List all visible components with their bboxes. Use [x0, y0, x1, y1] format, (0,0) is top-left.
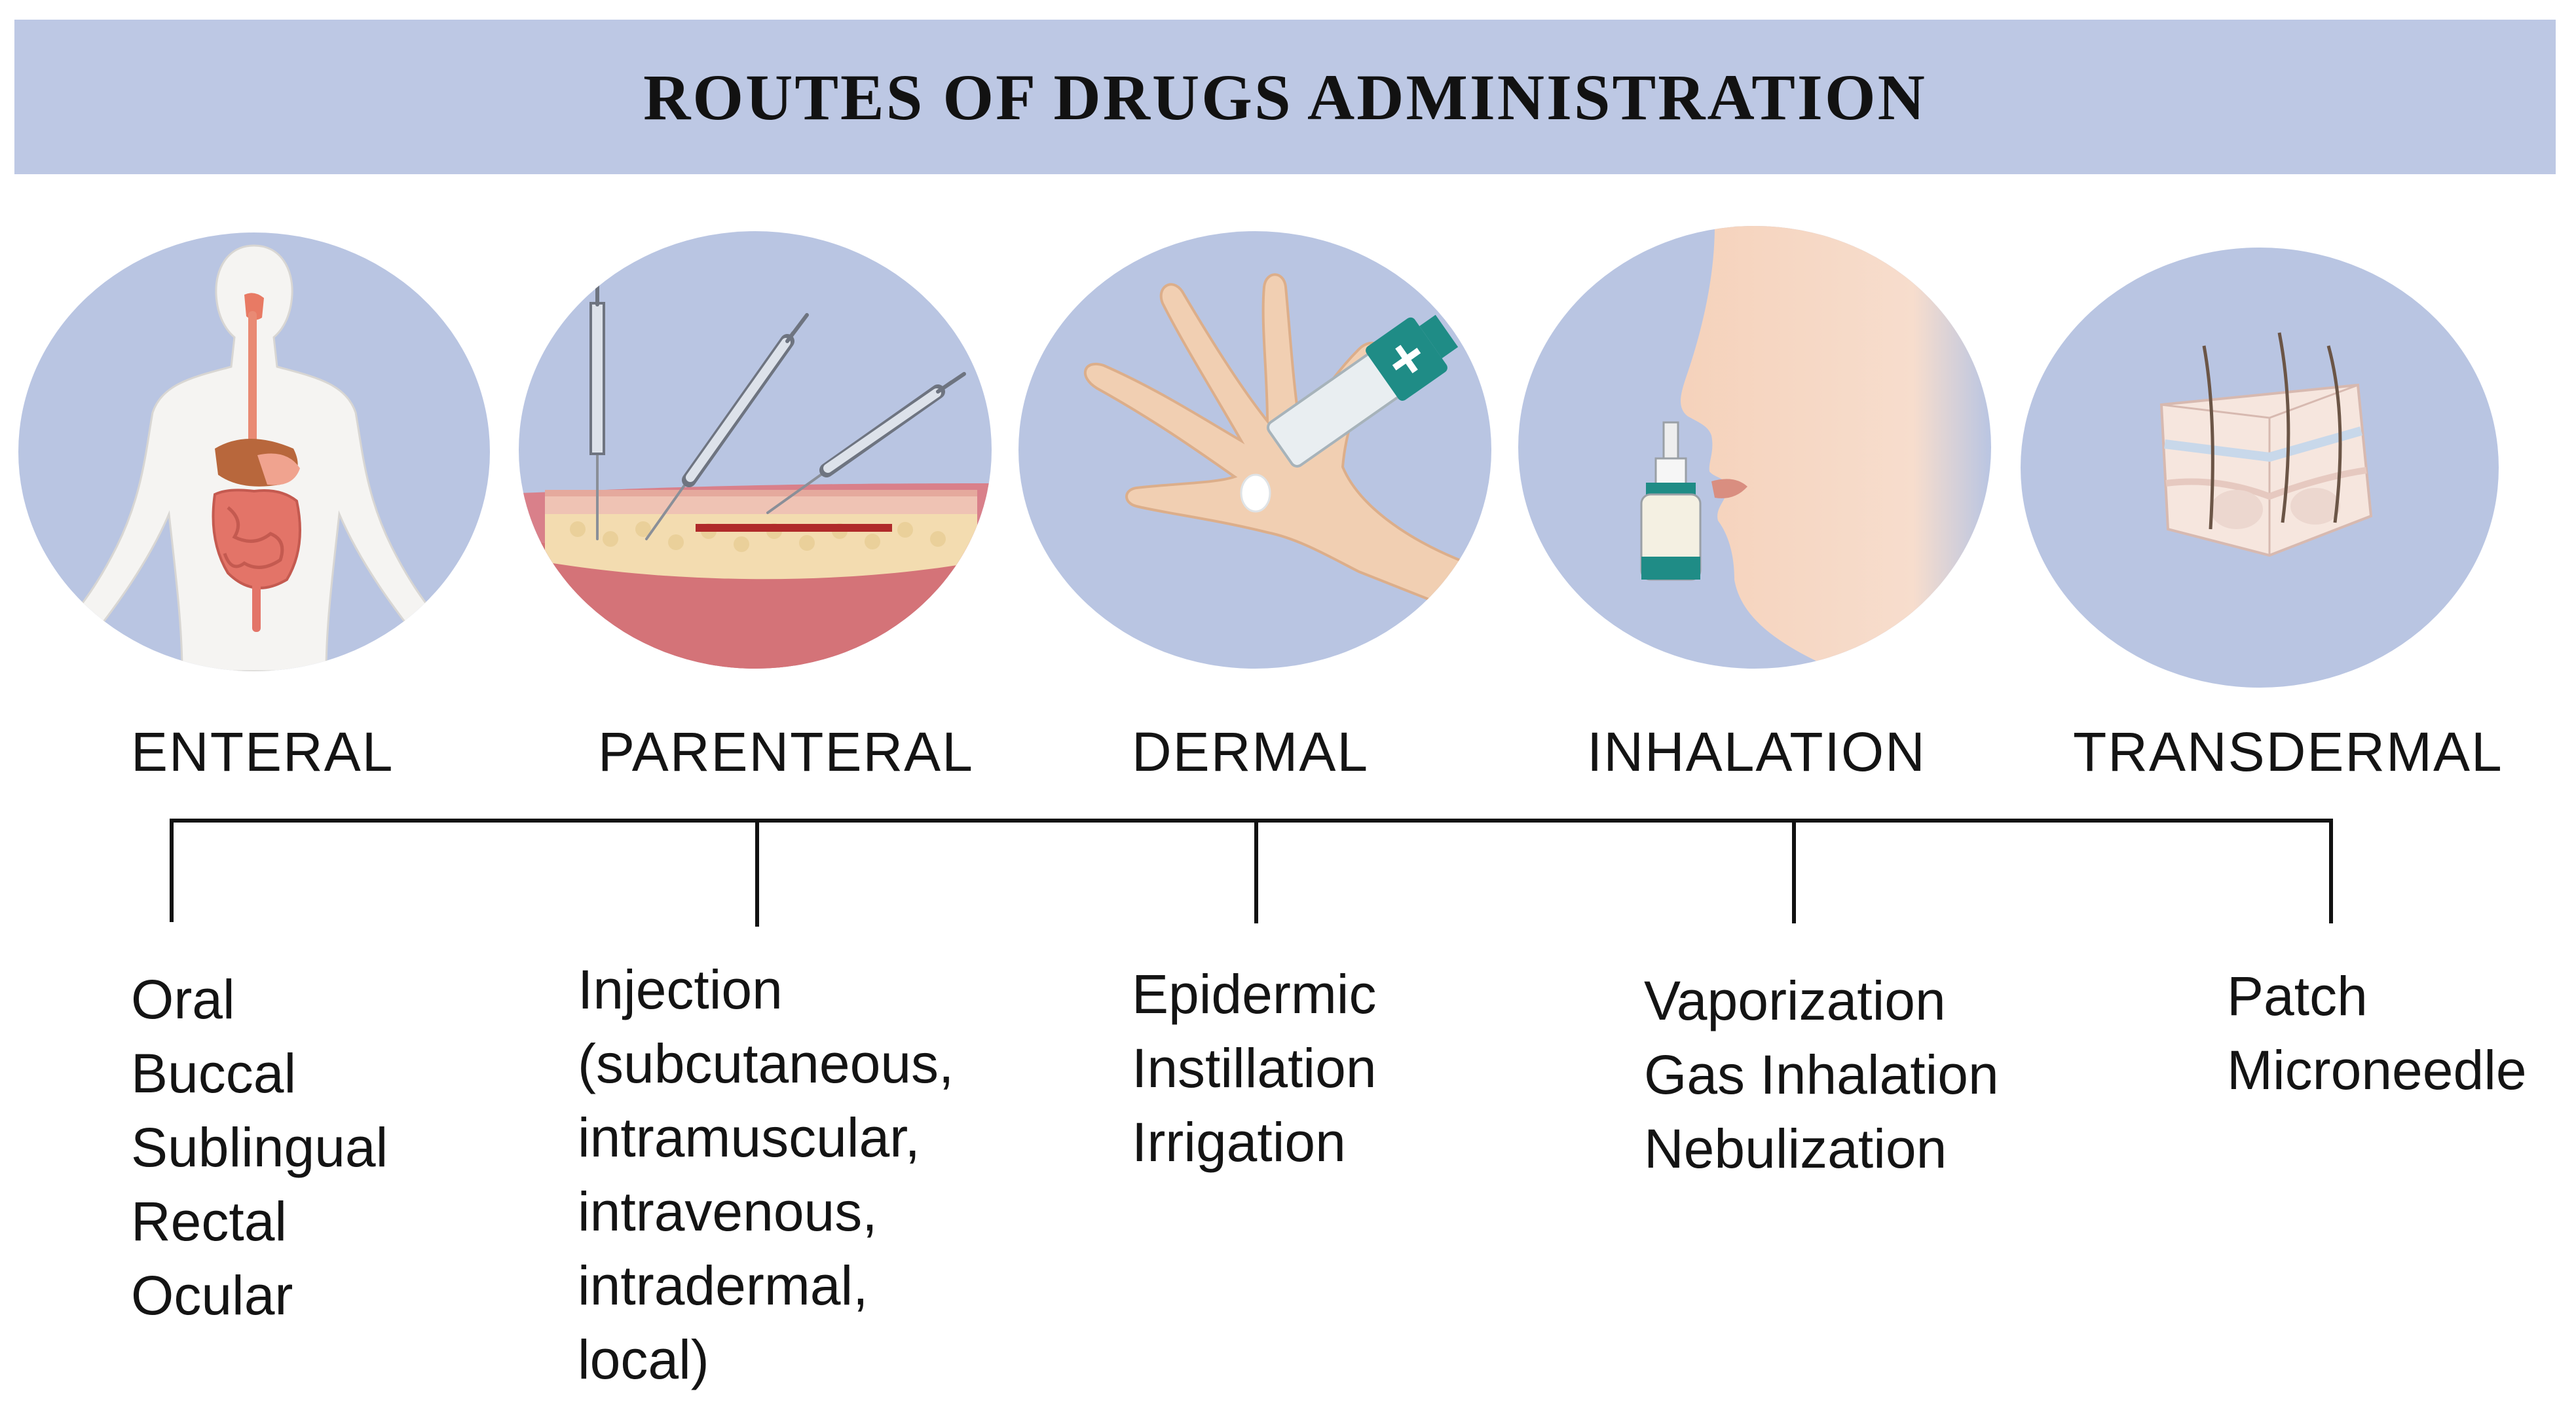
subroute-item: Rectal — [131, 1191, 288, 1252]
dermal-illustration — [1018, 231, 1491, 669]
subroute-item: Instillation — [1132, 1037, 1377, 1099]
subroute-item: Epidermic — [1132, 963, 1377, 1025]
subroute-item: Gas Inhalation — [1644, 1044, 1999, 1105]
syringe-injection-icon — [519, 282, 992, 669]
subroutes-enteral: Oral Buccal Sublingual Rectal Ocular — [131, 963, 388, 1333]
subroute-item: Patch — [2227, 965, 2368, 1027]
subroute-item: (subcutaneous, — [578, 1033, 954, 1094]
subroute-item: local) — [578, 1329, 709, 1390]
subroute-item: Irrigation — [1132, 1111, 1346, 1173]
subroute-item: Microneedle — [2227, 1039, 2527, 1101]
route-label-enteral: ENTERAL — [131, 721, 394, 783]
tree-horizontal-line — [170, 819, 2333, 823]
subroutes-transdermal: Patch Microneedle — [2227, 959, 2527, 1107]
subroute-item: intramuscular, — [578, 1107, 920, 1168]
route-label-dermal: DERMAL — [1132, 721, 1370, 783]
enteral-illustration — [18, 232, 490, 671]
subroute-item: Buccal — [131, 1043, 297, 1104]
subroutes-dermal: Epidermic Instillation Irrigation — [1132, 957, 1377, 1179]
subroute-item: intravenous, — [578, 1181, 878, 1242]
title-banner: ROUTES OF DRUGS ADMINISTRATION — [14, 20, 2556, 174]
route-label-transdermal: TRANSDERMAL — [2073, 721, 2503, 783]
subroute-item: Vaporization — [1644, 970, 1946, 1031]
route-label-parenteral: PARENTERAL — [598, 721, 974, 783]
subroute-item: Sublingual — [131, 1117, 388, 1178]
human-digestive-system-icon — [43, 244, 466, 671]
nasal-spray-icon — [1640, 226, 1991, 669]
subroute-item: Ocular — [131, 1265, 293, 1326]
inhalation-illustration — [1518, 226, 1991, 669]
tree-branch-parenteral — [755, 819, 759, 927]
route-label-inhalation: INHALATION — [1587, 721, 1926, 783]
subroute-item: Injection — [578, 959, 783, 1020]
subroute-item: Oral — [131, 969, 235, 1030]
tree-branch-dermal — [1254, 819, 1258, 923]
tree-branch-enteral — [170, 819, 174, 922]
subroute-item: intradermal, — [578, 1255, 868, 1316]
transdermal-illustration — [2021, 248, 2499, 688]
tree-branch-transdermal — [2329, 819, 2333, 923]
skin-cross-section-icon — [2159, 332, 2373, 557]
tree-branch-inhalation — [1792, 819, 1796, 923]
subroute-item: Nebulization — [1644, 1118, 1947, 1179]
parenteral-illustration — [519, 231, 992, 669]
subroutes-inhalation: Vaporization Gas Inhalation Nebulization — [1644, 964, 1999, 1186]
diagram-title: ROUTES OF DRUGS ADMINISTRATION — [643, 60, 1927, 134]
subroutes-parenteral: Injection (subcutaneous, intramuscular, … — [578, 953, 954, 1397]
hand-ointment-icon — [1083, 273, 1491, 626]
